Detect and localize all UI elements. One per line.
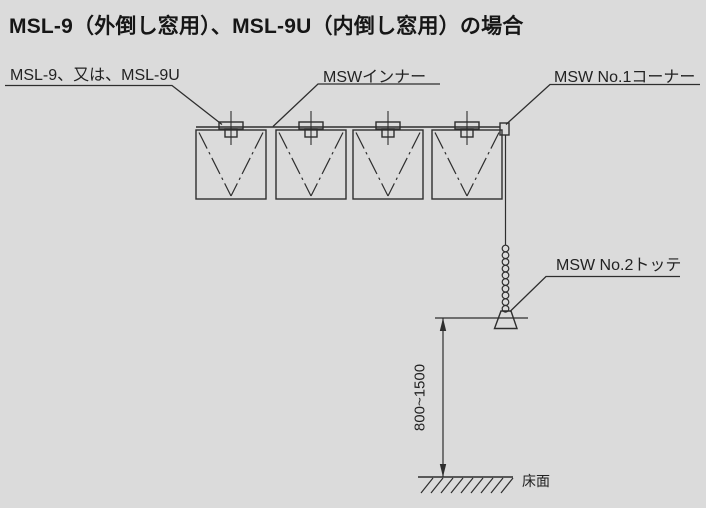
- leader-corner-label: [505, 83, 700, 125]
- handle-icon: [493, 310, 518, 330]
- leader-handle-label: [509, 275, 680, 312]
- leader-inner-label: [272, 83, 440, 127]
- floor-hatch: [420, 477, 514, 494]
- inner-bracket-icon: [454, 111, 480, 145]
- inner-bracket-icon: [218, 111, 244, 145]
- window-panel-3: [352, 111, 424, 200]
- window-panel-4: [431, 111, 503, 200]
- inner-label: MSWインナー: [323, 69, 427, 86]
- operator-label: MSL-9、又は、MSL-9U: [10, 67, 180, 84]
- inner-bracket-icon: [298, 111, 324, 145]
- page-title: MSL-9（外倒し窓用）、MSL-9U（内倒し窓用）の場合: [9, 15, 524, 38]
- window-panel-1: [195, 111, 267, 200]
- handle-label: MSW No.2トッテ: [556, 257, 682, 274]
- corner-piece-icon: [499, 122, 510, 245]
- inner-bracket-icon: [375, 111, 401, 145]
- chain-icon: [501, 244, 510, 313]
- window-panel-2: [275, 111, 347, 200]
- height-dimension-label: 800~1500: [411, 363, 429, 432]
- leader-operator-label: [5, 84, 223, 126]
- corner-label: MSW No.1コーナー: [554, 69, 696, 86]
- floor-label: 床面: [522, 473, 550, 489]
- dimension-line: [439, 318, 447, 477]
